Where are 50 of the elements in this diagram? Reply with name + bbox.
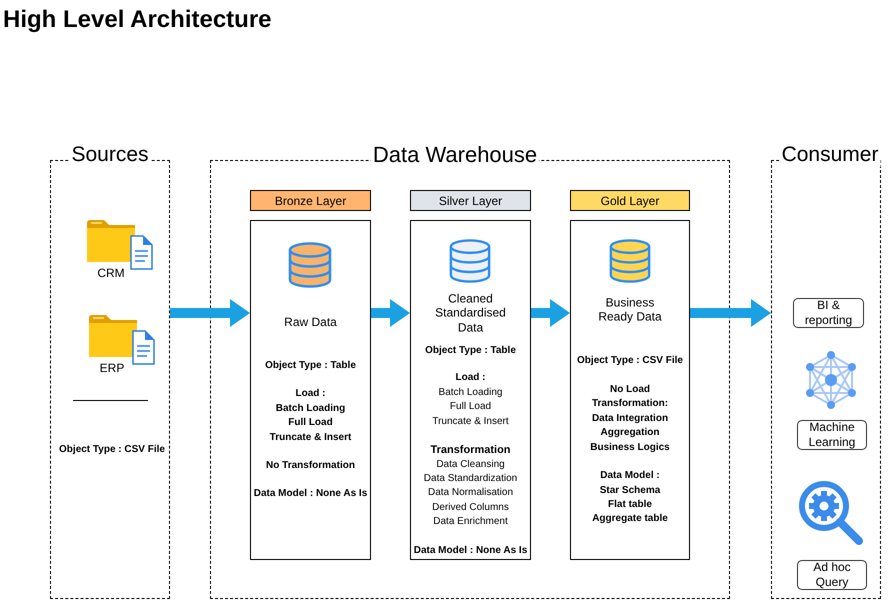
use-case-box: Ad hoc Query [797,560,867,590]
flow-arrow [170,299,250,327]
layer-header: Bronze Layer [250,190,371,211]
list-item: Data Integration [592,412,668,426]
section-heading: Object Type : CSV File [577,354,683,368]
flow-arrow [531,299,570,327]
layer-panel [410,220,531,560]
layer-title: Cleaned Standardised Data [434,290,507,334]
list-item: Data Cleansing [436,458,505,472]
layer-title: Business Ready Data [597,295,663,324]
list-item: Batch Loading [276,402,346,416]
list-item: Full Load [288,416,333,430]
list-item: Data Standardization [424,472,518,486]
flow-arrow [690,299,771,327]
layer-panel [250,220,371,560]
list-item: Aggregation [600,426,660,440]
list-item: Batch Loading [438,386,502,400]
list-item: Data Normalisation [428,486,514,500]
diagram-title: High Level Architecture [3,6,272,34]
list-item: Flat table [608,498,652,512]
group-heading: Consumer [780,143,880,167]
list-item: Star Schema [600,484,660,498]
section-heading: Transformation: [592,397,668,411]
list-item: Truncate & Insert [270,431,352,445]
use-case-box: BI & reporting [793,298,864,328]
layer-panel [570,220,690,560]
section-heading: No Load [610,383,650,397]
layer-title: Raw Data [284,314,337,330]
section-heading: Transformation [430,443,511,457]
object-type-note: Object Type : CSV File [59,443,165,457]
flow-arrow [371,299,410,327]
list-item: Business Logics [590,441,670,455]
section-heading: Object Type : Table [265,359,356,373]
section-heading: Data Model : None As Is [254,487,368,501]
list-item: Truncate & Insert [432,415,509,429]
section-heading: Load : [296,387,326,401]
list-item: Data Enrichment [433,515,508,529]
source-label: CRM [97,266,125,280]
section-heading: Data Model : None As Is [414,544,528,558]
section-heading: Data Model : [600,469,660,483]
list-item: Full Load [450,400,492,414]
layer-header: Silver Layer [410,190,531,211]
section-heading: Load : [456,371,486,385]
source-label: ERP [100,360,124,376]
list-item: Derived Columns [432,501,509,515]
list-item: Aggregate table [592,512,668,526]
use-case-box: Machine Learning [797,420,867,450]
layer-header: Gold Layer [570,190,690,211]
section-heading: Object Type : Table [425,344,516,358]
section-heading: No Transformation [266,459,355,473]
